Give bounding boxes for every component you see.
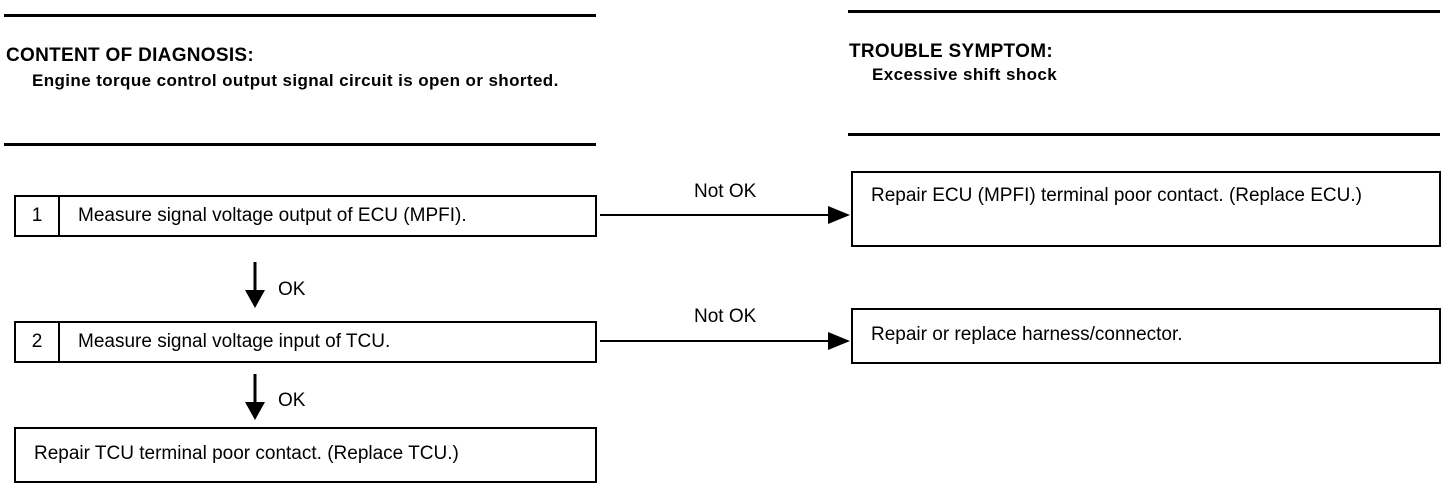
mid-rule-right	[848, 133, 1440, 136]
step-2-not-ok-arrowhead	[828, 332, 850, 350]
step-1-not-ok-label: Not OK	[694, 181, 757, 202]
step-1-ok-arrowhead	[245, 290, 265, 308]
step-2-text: Measure signal voltage input of TCU.	[78, 331, 391, 352]
step-1-ok-label: OK	[278, 279, 306, 300]
step-1-not-ok-arrowhead	[828, 206, 850, 224]
top-rule-left	[4, 14, 596, 17]
step-2-not-ok-action-text: Repair or replace harness/connector.	[871, 324, 1183, 345]
final-action-text: Repair TCU terminal poor contact. (Repla…	[34, 443, 459, 464]
step-2-ok-arrowhead	[245, 402, 265, 420]
symptom-heading: TROUBLE SYMPTOM:	[849, 41, 1053, 62]
top-rule-right	[848, 10, 1440, 13]
step-2-not-ok-label: Not OK	[694, 306, 757, 327]
step-1-box: 1 Measure signal voltage output of ECU (…	[14, 195, 597, 237]
symptom-description: Excessive shift shock	[872, 65, 1058, 84]
final-action-box: Repair TCU terminal poor contact. (Repla…	[14, 427, 597, 483]
diagnosis-description: Engine torque control output signal circ…	[32, 71, 559, 90]
step-2-not-ok-action-box: Repair or replace harness/connector.	[851, 308, 1441, 364]
step-1-not-ok-action-text: Repair ECU (MPFI) terminal poor contact.…	[871, 185, 1362, 206]
diagnosis-heading: CONTENT OF DIAGNOSIS:	[6, 45, 255, 66]
step-1-number: 1	[16, 197, 60, 235]
step-2-ok-label: OK	[278, 390, 306, 411]
step-2-number: 2	[16, 323, 60, 361]
step-1-not-ok-action-box: Repair ECU (MPFI) terminal poor contact.…	[851, 171, 1441, 247]
mid-rule-left	[4, 143, 596, 146]
step-1-text: Measure signal voltage output of ECU (MP…	[78, 205, 467, 226]
step-2-box: 2 Measure signal voltage input of TCU.	[14, 321, 597, 363]
